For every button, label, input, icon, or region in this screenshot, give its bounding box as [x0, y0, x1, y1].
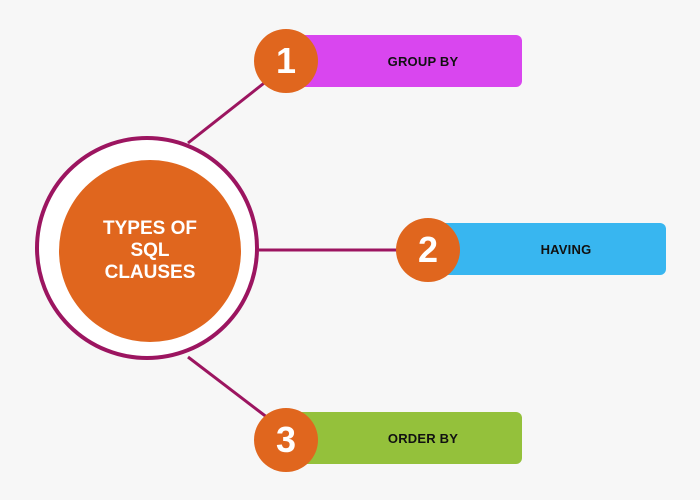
- clause-label-having: HAVING: [540, 241, 592, 257]
- clause-label-order-by: ORDER BY: [387, 430, 459, 446]
- clause-box-group-by: GROUP BY: [290, 35, 522, 87]
- clause-box-having: HAVING: [432, 223, 666, 275]
- number-badge-2: 2: [396, 218, 460, 282]
- clause-label-group-by: GROUP BY: [387, 53, 459, 69]
- connector-line-3: [187, 355, 269, 420]
- connector-line-1: [187, 78, 269, 145]
- number-badge-1: 1: [254, 29, 318, 93]
- hub-title: TYPES OF SQL CLAUSES: [103, 218, 197, 283]
- clause-box-order-by: ORDER BY: [290, 412, 522, 464]
- number-badge-3: 3: [254, 408, 318, 472]
- hub-circle: TYPES OF SQL CLAUSES: [59, 160, 241, 342]
